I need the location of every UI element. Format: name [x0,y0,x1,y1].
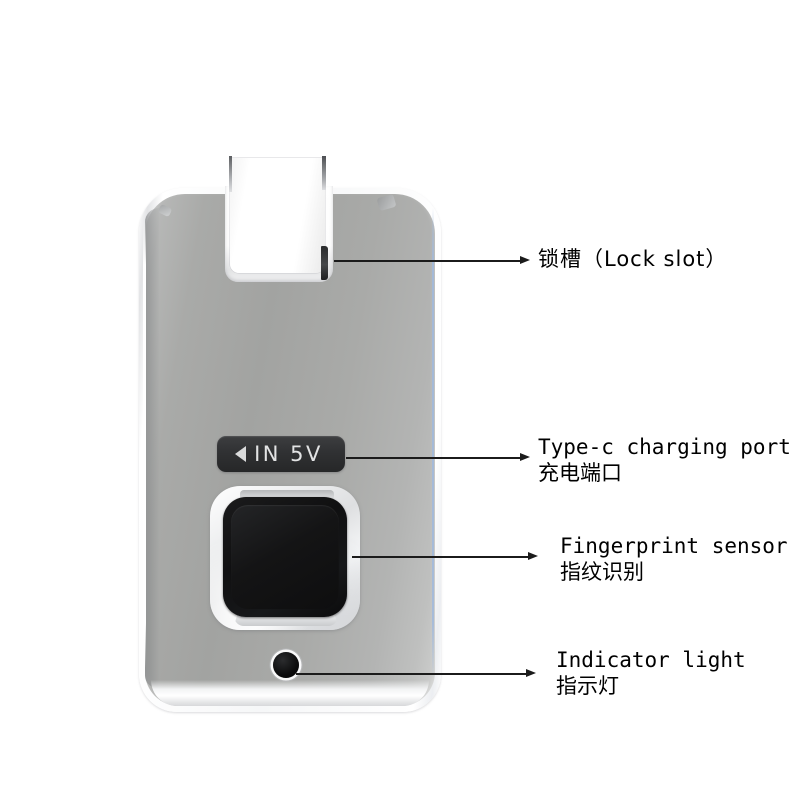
leader-arrow-charging-port [520,453,530,461]
rim-blue-reflection [432,208,434,678]
leader-arrow-indicator-light [526,669,536,677]
annotation-fingerprint-sensor-en: Fingerprint sensor [560,534,788,558]
fingerprint-sensor-surface[interactable] [231,505,339,609]
shackle-bar [230,158,325,273]
rim-left-highlight [143,220,146,668]
annotation-indicator-light: Indicator light 指示灯 [556,647,746,700]
annotation-indicator-light-en: Indicator light [556,648,746,672]
fingerprint-sensor-bezel [210,486,360,630]
annotation-charging-port-cn: 充电端口 [538,461,622,485]
annotation-charging-port: Type-c charging port 充电端口 [538,434,791,487]
annotation-fingerprint-sensor: Fingerprint sensor 指纹识别 [560,533,788,586]
device-bottom-chrome-band [151,680,429,706]
leader-line-lock-slot [334,260,522,262]
type-c-charging-port-plate: IN 5V [217,436,345,472]
annotation-charging-port-en: Type-c charging port [538,435,791,459]
shackle-right-edge [322,156,326,190]
annotation-indicator-light-cn: 指示灯 [556,674,619,698]
annotation-lock-slot: 锁槽（Lock slot） [538,246,727,273]
leader-arrow-lock-slot [520,256,530,264]
indicator-light [273,652,299,678]
leader-arrow-fingerprint-sensor [528,552,538,560]
fingerprint-sensor-pad[interactable] [223,497,347,617]
port-direction-arrow-icon [235,446,247,462]
leader-line-indicator-light [296,673,528,675]
leader-line-charging-port [346,457,522,459]
shackle-left-edge [229,156,232,192]
fingerprint-padlock: IN 5V [139,156,441,713]
body-left-shading [145,208,159,688]
bezel-top-lip [240,490,334,499]
port-plate-label: IN 5V [254,441,323,466]
annotation-fingerprint-sensor-cn: 指纹识别 [560,560,644,584]
annotation-lock-slot-text: 锁槽（Lock slot） [538,247,728,271]
lock-slot [321,246,328,280]
leader-line-fingerprint-sensor [352,556,530,558]
